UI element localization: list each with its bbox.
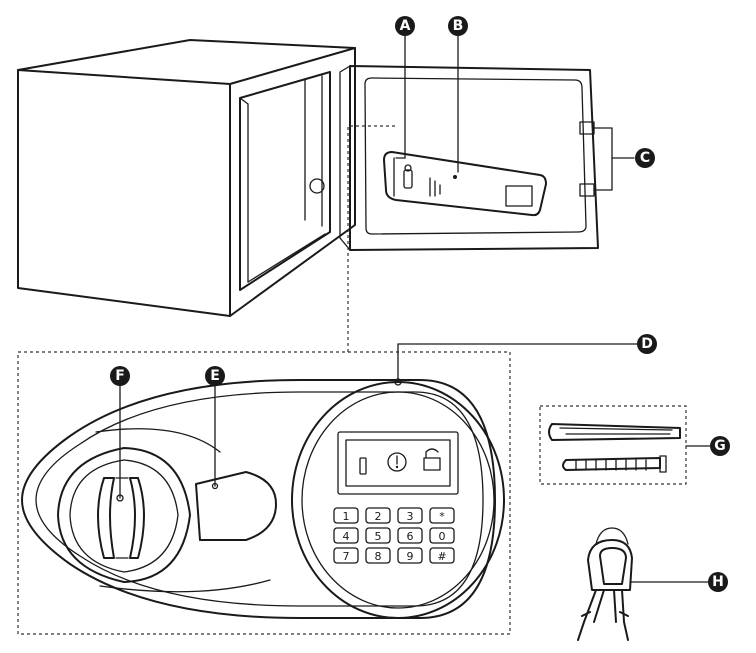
keypad-key-label: 0 <box>439 530 446 543</box>
keypad-key-label: 9 <box>407 550 414 563</box>
locking-bolts <box>579 121 635 197</box>
label-g: G <box>714 438 726 454</box>
keypad-key: * <box>429 507 455 524</box>
label-b: B <box>453 18 464 34</box>
keypad-key: 8 <box>365 547 391 564</box>
front-panel-detail-frame <box>17 351 511 635</box>
label-g-badge: G <box>710 436 730 456</box>
handle <box>57 428 271 593</box>
keypad-key-label: 6 <box>407 530 414 543</box>
label-d-badge: D <box>637 334 657 354</box>
label-c: C <box>640 150 650 166</box>
keypad-key: # <box>429 547 455 564</box>
keypad-key: 6 <box>397 527 423 544</box>
label-c-badge: C <box>635 148 655 168</box>
label-h-badge: H <box>708 572 728 592</box>
label-h: H <box>712 574 724 590</box>
label-e: E <box>210 368 220 384</box>
keypad-key: 7 <box>333 547 359 564</box>
keypad-key-label: 7 <box>343 550 350 563</box>
keypad-key: 0 <box>429 527 455 544</box>
keypad-key-label: 2 <box>375 510 382 523</box>
key-lock-cover <box>195 471 277 541</box>
label-a: A <box>400 18 411 34</box>
safe-door <box>339 65 635 251</box>
keypad-key: 2 <box>365 507 391 524</box>
keypad-key: 5 <box>365 527 391 544</box>
anchor-bolts <box>539 405 711 485</box>
keypad-key: 3 <box>397 507 423 524</box>
battery-compartment <box>383 151 547 217</box>
keypad-keys: 1 2 3 * 4 5 6 0 7 8 9 # <box>333 507 455 564</box>
front-panel: 1 2 3 * 4 5 6 0 7 8 9 # <box>21 379 505 619</box>
keypad-key-label: 4 <box>343 530 350 543</box>
label-f-badge: F <box>110 366 130 386</box>
keypad-key: 4 <box>333 527 359 544</box>
label-d: D <box>641 336 653 352</box>
keypad-face: 1 2 3 * 4 5 6 0 7 8 9 # <box>291 381 505 619</box>
keypad-key-label: 5 <box>375 530 382 543</box>
safe-body <box>17 39 356 317</box>
keypad-key-label: 8 <box>375 550 382 563</box>
label-f: F <box>115 368 125 384</box>
keypad-key: 1 <box>333 507 359 524</box>
keys-illustration <box>577 527 709 641</box>
keypad-key-label: # <box>437 550 446 563</box>
label-a-badge: A <box>395 16 415 36</box>
keypad-key-label: 1 <box>343 510 350 523</box>
keypad-key-label: 3 <box>407 510 414 523</box>
keypad-key: 9 <box>397 547 423 564</box>
label-e-badge: E <box>205 366 225 386</box>
keypad-key-label: * <box>439 510 445 523</box>
label-b-badge: B <box>448 16 468 36</box>
